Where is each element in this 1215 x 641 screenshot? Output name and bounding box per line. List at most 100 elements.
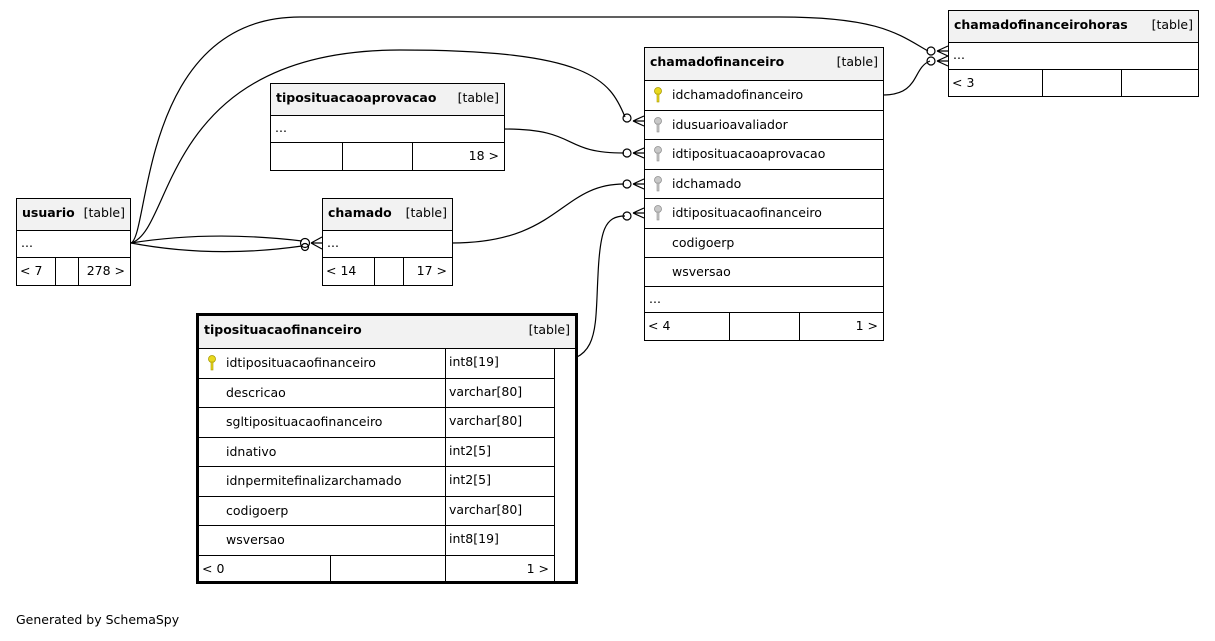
parents-count: < 7	[20, 263, 43, 278]
columns-ellipsis: ...	[649, 291, 661, 306]
edge-usuario-chamadofinanceiro	[130, 49, 626, 244]
edge-chamado-chamadofinanceiro	[451, 183, 625, 244]
edge-usuario-chamadofinanceirohoras	[130, 16, 929, 244]
column-type-cell: varchar[80]	[445, 378, 554, 407]
column-type-cell: int2[5]	[445, 437, 554, 466]
children-count: 278 >	[86, 263, 125, 278]
column-row[interactable]: wsversao int8[19]	[199, 526, 554, 556]
relations-nav-row: < 3	[949, 70, 1198, 96]
table-header: usuario [table]	[17, 199, 130, 231]
column-type-cell: int8[19]	[445, 526, 554, 555]
foreign-key-icon	[654, 205, 662, 221]
column-type: int2[5]	[449, 442, 491, 458]
edge-chamadofinanceiro-chamadofinanceirohoras	[882, 60, 931, 96]
table-kind-label: [table]	[405, 205, 447, 220]
table-name[interactable]: chamadofinanceirohoras	[954, 17, 1128, 32]
columns-ellipsis-row: ...	[645, 287, 883, 313]
relations-nav-row: < 7 278 >	[17, 258, 130, 285]
table-tiposituacaofinanceiro[interactable]: tiposituacaofinanceiro [table] idtiposit…	[196, 313, 578, 584]
column-type-cell: varchar[80]	[445, 496, 554, 525]
children-link[interactable]	[1121, 70, 1198, 96]
column-row[interactable]: idchamado	[645, 170, 883, 199]
foreign-key-icon	[654, 116, 662, 132]
table-name[interactable]: usuario	[22, 205, 75, 220]
parents-count: < 14	[326, 263, 357, 278]
nav-spacer	[55, 258, 78, 285]
column-name: codigoerp	[672, 234, 735, 250]
column-type: varchar[80]	[449, 501, 523, 517]
column-row[interactable]: idtiposituacaoaprovacao	[645, 140, 883, 170]
table-chamadofinanceiro[interactable]: chamadofinanceiro [table] idchamadofinan…	[644, 47, 884, 341]
nav-spacer	[330, 555, 445, 584]
parents-link[interactable]: < 0	[199, 556, 330, 584]
relations-nav-row: < 4 1 >	[645, 313, 883, 340]
column-type-cell: varchar[80]	[445, 408, 554, 437]
parents-link[interactable]: < 7	[17, 258, 55, 285]
relations-nav-row: 18 >	[271, 143, 504, 170]
column-row[interactable]: descricao varchar[80]	[199, 378, 554, 408]
edge-tiposituacaoaprovacao-chamadofinanceiro	[503, 128, 625, 154]
table-kind-label: [table]	[528, 322, 570, 337]
column-row[interactable]: idnativo int2[5]	[199, 437, 554, 467]
column-name: codigoerp	[226, 502, 289, 518]
table-header: chamado [table]	[323, 199, 452, 231]
column-row[interactable]: wsversao	[645, 258, 883, 287]
children-link[interactable]: 1 >	[799, 313, 883, 340]
table-name[interactable]: tiposituacaoaprovacao	[276, 90, 437, 105]
nav-spacer	[342, 143, 412, 170]
columns-ellipsis: ...	[327, 235, 339, 250]
nav-spacer	[374, 258, 403, 285]
column-row[interactable]: codigoerp	[645, 229, 883, 258]
table-name[interactable]: chamadofinanceiro	[650, 54, 785, 69]
table-header: tiposituacaofinanceiro [table]	[199, 316, 575, 349]
table-kind-label: [table]	[836, 54, 878, 69]
parents-link[interactable]: < 14	[323, 258, 374, 285]
table-header: tiposituacaoaprovacao [table]	[271, 84, 504, 116]
table-kind-label: [table]	[83, 205, 125, 220]
table-kind-label: [table]	[1151, 17, 1193, 32]
primary-key-icon	[208, 355, 216, 371]
children-count: 17 >	[416, 263, 447, 278]
columns-ellipsis-row: ...	[271, 116, 504, 143]
column-name: idchamadofinanceiro	[672, 87, 804, 102]
columns-ellipsis: ...	[953, 47, 965, 62]
children-link[interactable]: 17 >	[403, 258, 452, 285]
footer-credit: Generated by SchemaSpy	[16, 612, 180, 627]
foreign-key-icon	[654, 146, 662, 162]
children-count: 18 >	[468, 148, 499, 163]
column-row[interactable]: codigoerp varchar[80]	[199, 496, 554, 526]
column-type-cell: int2[5]	[445, 467, 554, 496]
children-count: 1 >	[526, 560, 549, 576]
column-row[interactable]: idtiposituacaofinanceiro int8[19]	[199, 349, 554, 379]
columns-ellipsis-row: ...	[17, 231, 130, 258]
nav-spacer	[729, 313, 799, 340]
column-row[interactable]: idtiposituacaofinanceiro	[645, 199, 883, 229]
parents-count: < 4	[648, 318, 671, 333]
table-usuario[interactable]: usuario [table] ... < 7 278 >	[16, 198, 131, 286]
parents-link[interactable]	[271, 143, 342, 170]
table-tiposituacaoaprovacao[interactable]: tiposituacaoaprovacao [table] ... 18 >	[270, 83, 505, 171]
column-name: idchamado	[672, 175, 742, 191]
column-row[interactable]: idusuarioavaliador	[645, 111, 883, 140]
table-chamado[interactable]: chamado [table] ... < 14 17 >	[322, 198, 453, 286]
column-grid: idtiposituacaofinanceiro int8[19] descri…	[199, 349, 555, 584]
edge-usuario-chamado-2	[130, 242, 303, 253]
children-link[interactable]: 278 >	[78, 258, 130, 285]
table-name[interactable]: tiposituacaofinanceiro	[204, 322, 362, 337]
parents-link[interactable]: < 4	[645, 313, 729, 340]
children-count: 1 >	[855, 318, 878, 333]
children-link[interactable]: 18 >	[412, 143, 504, 170]
column-name: wsversao	[226, 532, 285, 547]
children-link[interactable]: 1 >	[445, 555, 554, 584]
table-chamadofinanceirohoras[interactable]: chamadofinanceirohoras [table] ... < 3	[948, 10, 1199, 97]
parents-link[interactable]: < 3	[949, 70, 1042, 96]
column-name: descricao	[226, 384, 286, 400]
column-type-cell: int8[19]	[445, 349, 554, 378]
column-row[interactable]: sgltiposituacaofinanceiro varchar[80]	[199, 408, 554, 438]
table-name[interactable]: chamado	[328, 205, 392, 220]
column-row[interactable]: idchamadofinanceiro	[645, 81, 883, 111]
table-header: chamadofinanceirohoras [table]	[949, 11, 1198, 43]
parents-count: < 0	[202, 560, 225, 576]
column-row[interactable]: idnpermitefinalizarchamado int2[5]	[199, 467, 554, 497]
